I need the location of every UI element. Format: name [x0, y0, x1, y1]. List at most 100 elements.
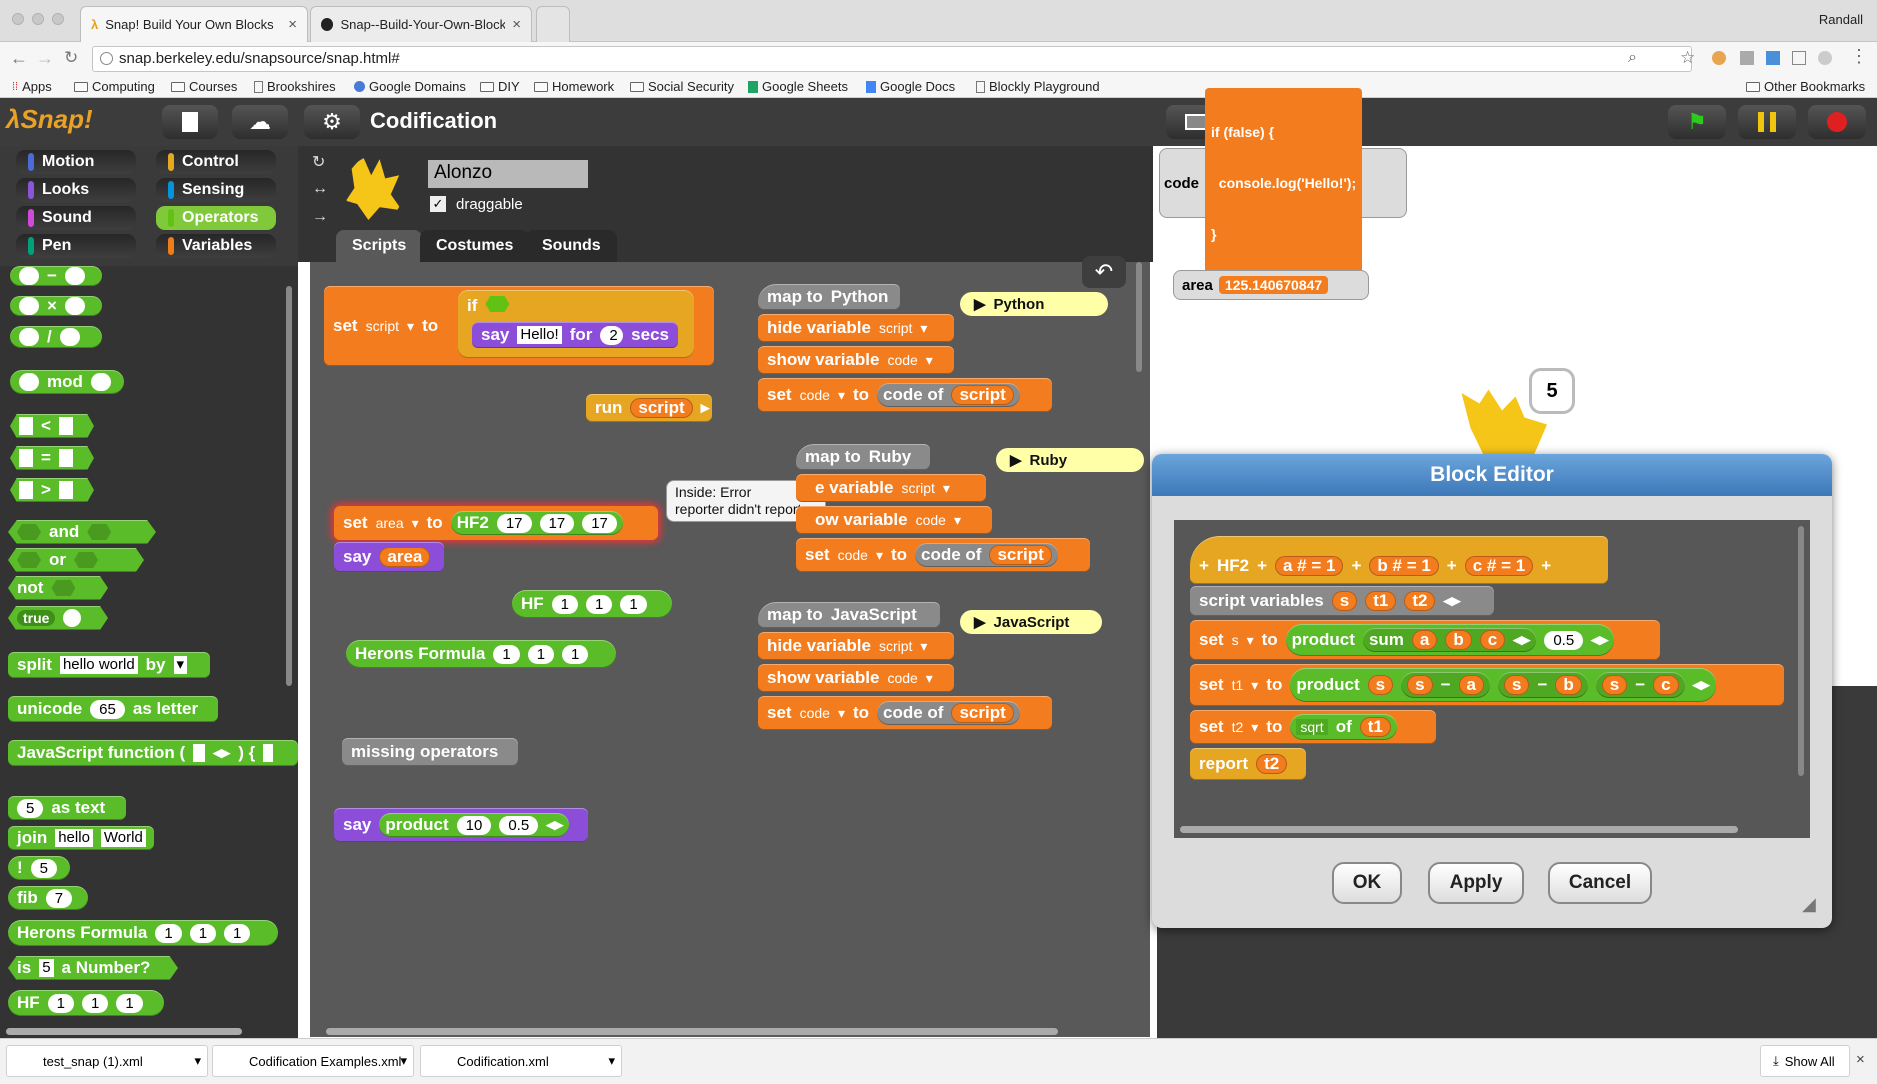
tab-costumes[interactable]: Costumes: [420, 230, 530, 262]
bookmark-courses[interactable]: Courses: [171, 79, 237, 94]
stop-button[interactable]: [1808, 105, 1866, 139]
zoom-window-icon[interactable]: [52, 13, 64, 25]
settings-menu-button[interactable]: ⚙: [304, 105, 360, 139]
minimize-window-icon[interactable]: [32, 13, 44, 25]
not-block[interactable]: not: [8, 576, 108, 600]
menu-dots-icon[interactable]: ⋮: [1850, 46, 1868, 66]
download-item[interactable]: test_snap (1).xml▾: [6, 1045, 208, 1077]
plus-icon[interactable]: +: [1199, 556, 1209, 575]
equals-block[interactable]: =: [10, 446, 94, 470]
arrows-icon[interactable]: ◂▸: [1692, 675, 1710, 694]
dropdown-slot[interactable]: ▾: [173, 656, 188, 674]
close-window-icon[interactable]: [12, 13, 24, 25]
category-looks[interactable]: Looks: [16, 178, 136, 202]
extension-icon[interactable]: [1712, 51, 1726, 65]
browser-tab-snap[interactable]: λ Snap! Build Your Own Blocks ×: [80, 6, 308, 42]
close-downloads-icon[interactable]: ×: [1856, 1051, 1865, 1068]
block-editor-dialog[interactable]: Block Editor + HF2 + a # = 1 + b # = 1 +…: [1152, 454, 1832, 928]
bookmark-diy[interactable]: DIY: [480, 79, 520, 94]
category-sound[interactable]: Sound: [16, 206, 136, 230]
category-operators[interactable]: Operators: [156, 206, 276, 230]
extension-icon[interactable]: [1766, 51, 1780, 65]
category-pen[interactable]: Pen: [16, 234, 136, 258]
times-block[interactable]: ×: [10, 296, 102, 316]
back-arrow-icon[interactable]: ←: [10, 48, 28, 68]
rotate-icon[interactable]: ↻: [312, 154, 326, 171]
say-for-secs-block[interactable]: say Hello! for 2 secs: [472, 322, 678, 348]
close-tab-icon[interactable]: ×: [512, 16, 521, 33]
tab-scripts[interactable]: Scripts: [336, 230, 423, 262]
new-tab-button[interactable]: [536, 6, 570, 42]
editor-vscrollbar[interactable]: [1798, 526, 1804, 776]
category-motion[interactable]: Motion: [16, 150, 136, 174]
and-block[interactable]: and: [8, 520, 156, 544]
cloud-menu-button[interactable]: ☁: [232, 105, 288, 139]
divide-block[interactable]: /: [10, 326, 102, 348]
custom-block-prototype-hat[interactable]: + HF2 + a # = 1 + b # = 1 + c # = 1 +: [1190, 536, 1608, 584]
plus-icon[interactable]: +: [1257, 556, 1267, 575]
bookmark-google-domains[interactable]: Google Domains: [354, 79, 466, 94]
page-info-icon[interactable]: [100, 52, 113, 65]
bookmark-star-icon[interactable]: ☆: [1680, 48, 1696, 67]
arrow-right-icon[interactable]: ▸: [700, 398, 710, 417]
undo-button[interactable]: ↶: [1082, 256, 1126, 288]
plus-icon[interactable]: +: [1541, 556, 1552, 575]
report-block[interactable]: report t2: [1190, 748, 1306, 780]
run-script-block[interactable]: run script ▸: [586, 394, 712, 422]
cast-icon[interactable]: [1792, 51, 1806, 65]
missing-operators-block[interactable]: missing operators: [342, 738, 518, 766]
chevron-down-icon[interactable]: ▾: [400, 1053, 407, 1068]
code-watcher[interactable]: code if (false) { console.log('Hello!');…: [1159, 87, 1407, 279]
mod-block[interactable]: mod: [10, 370, 124, 394]
javascript-note[interactable]: ▶JavaScript: [960, 610, 1102, 634]
ruby-note[interactable]: ▶Ruby: [996, 448, 1144, 472]
dropdown-arrow-icon[interactable]: ▾: [407, 317, 415, 334]
greater-than-block[interactable]: >: [10, 478, 94, 502]
download-item[interactable]: Codification Examples.xml▾: [212, 1045, 414, 1077]
green-flag-button[interactable]: ⚑: [1668, 105, 1726, 139]
product-reporter[interactable]: product s s−a s−b s−c ◂▸: [1290, 668, 1716, 702]
category-variables[interactable]: Variables: [156, 234, 276, 258]
bookmark-blockly[interactable]: Blockly Playground: [976, 79, 1100, 94]
editor-hscrollbar[interactable]: [1180, 826, 1738, 833]
scripts-area[interactable]: set script▾ to if say Hello! for 2 secs …: [310, 256, 1150, 1037]
ok-button[interactable]: OK: [1332, 862, 1402, 904]
chevron-down-icon[interactable]: ▾: [608, 1053, 615, 1068]
true-block[interactable]: true: [8, 606, 108, 630]
plus-icon[interactable]: +: [1446, 556, 1457, 575]
snap-logo[interactable]: λSnap!: [6, 104, 93, 134]
triangle-right-icon[interactable]: ▶: [1010, 452, 1022, 469]
python-note[interactable]: ▶Python: [960, 292, 1108, 316]
profile-name[interactable]: Randall: [1818, 12, 1863, 27]
triangle-right-icon[interactable]: ▶: [974, 614, 986, 631]
url-input[interactable]: snap.berkeley.edu/snapsource/snap.html#: [92, 46, 1692, 72]
plus-icon[interactable]: +: [1351, 556, 1362, 575]
set-t1-block[interactable]: set t1▾ to product s s−a s−b s−c ◂▸: [1190, 664, 1784, 706]
arrows-icon[interactable]: ◂▸: [213, 743, 231, 762]
reload-icon[interactable]: ↻: [64, 48, 79, 67]
bookmark-homework[interactable]: Homework: [534, 79, 614, 94]
minus-reporter[interactable]: s−c: [1595, 672, 1685, 698]
extension-icon[interactable]: [1740, 51, 1754, 65]
show-all-button[interactable]: ⤓Show All: [1760, 1045, 1850, 1077]
hf-block[interactable]: HF 1 1 1: [512, 590, 672, 618]
